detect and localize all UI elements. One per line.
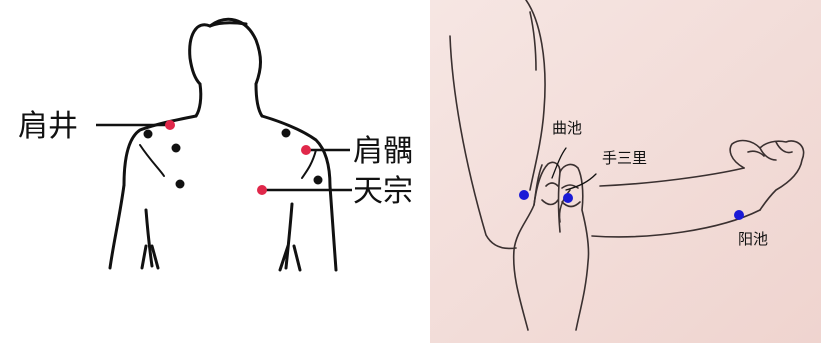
tianzong-label: 天宗 — [353, 174, 413, 209]
arm-drawing: 曲池 手三里 阳池 — [430, 0, 821, 343]
neck-right — [256, 84, 262, 116]
left-arm-inner — [146, 210, 152, 266]
shousanli-label: 手三里 — [602, 149, 647, 167]
jianyu-point — [301, 145, 311, 155]
right-arm-inner — [286, 204, 292, 268]
acupoint-dot-black — [282, 129, 291, 138]
shoulder-back-drawing: 肩井 肩髃 天宗 — [0, 0, 430, 343]
left-arm-outer — [110, 185, 124, 268]
acupoint-dot-black — [314, 176, 323, 185]
acupoint-dot-black — [176, 180, 185, 189]
acupoint-dot-black — [172, 144, 181, 153]
yangchi-label: 阳池 — [738, 230, 768, 248]
arm-background — [430, 0, 821, 343]
yangchi-point — [734, 210, 744, 220]
shousanli-point — [563, 193, 573, 203]
neck-left — [196, 84, 201, 116]
jianyu-label: 肩髃 — [353, 134, 413, 169]
arm-figure: 曲池 手三里 阳池 — [430, 0, 821, 343]
head-outline-left — [190, 25, 210, 84]
right-arm-outer — [330, 186, 336, 270]
shoulder-back-figure: 肩井 肩髃 天宗 — [0, 0, 430, 343]
left-shoulder-outline — [124, 116, 196, 185]
acupoint-dot-black — [144, 130, 153, 139]
jianjing-point — [165, 120, 175, 130]
tianzong-point — [257, 185, 267, 195]
head-outline-right — [210, 19, 261, 84]
quchi-label: 曲池 — [552, 119, 582, 137]
jianjing-label: 肩井 — [18, 109, 78, 144]
quchi-point — [519, 190, 529, 200]
